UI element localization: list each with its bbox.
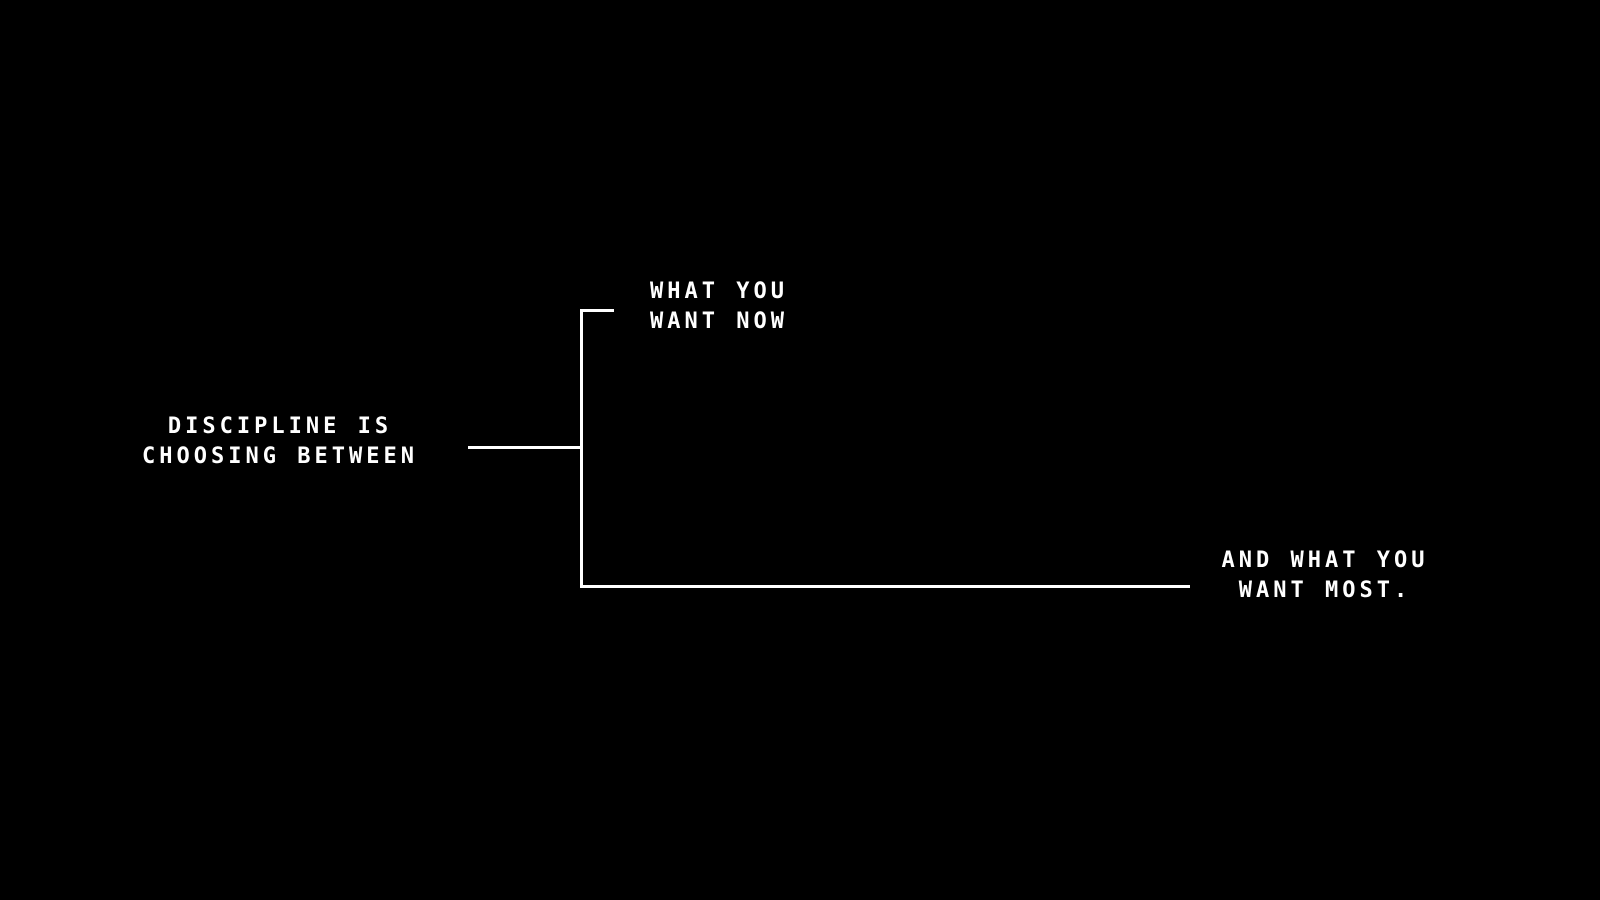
- bottom-branch-label-line1: AND WHAT YOU: [1221, 548, 1429, 573]
- bracket-spine-line: [580, 309, 583, 588]
- top-branch-line: [580, 309, 614, 312]
- top-branch-label-line2: WANT NOW: [650, 309, 788, 334]
- root-connector-line: [468, 446, 580, 449]
- bottom-branch-line: [580, 585, 1190, 588]
- root-label: DISCIPLINE IS CHOOSING BETWEEN: [120, 412, 440, 472]
- bottom-branch-label: AND WHAT YOU WANT MOST.: [1195, 546, 1455, 606]
- top-branch-label: WHAT YOU WANT NOW: [650, 277, 788, 337]
- bottom-branch-label-line2: WANT MOST.: [1238, 578, 1412, 603]
- root-label-line2: CHOOSING BETWEEN: [142, 444, 418, 469]
- root-label-line1: DISCIPLINE IS: [167, 414, 393, 439]
- top-branch-label-line1: WHAT YOU: [650, 279, 788, 304]
